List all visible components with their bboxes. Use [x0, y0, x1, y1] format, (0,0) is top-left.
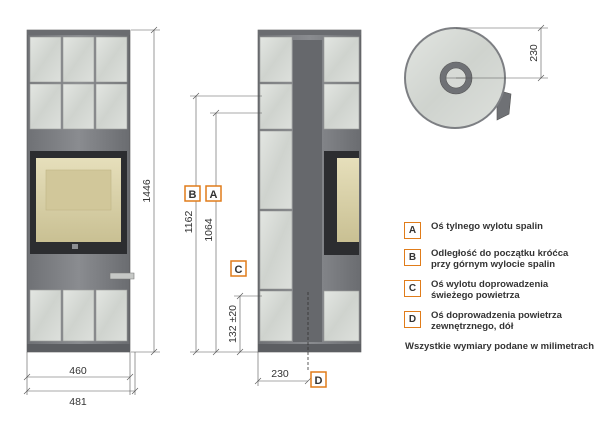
dim-height-total [131, 26, 160, 356]
front-base [27, 344, 130, 352]
marker-a: A [205, 185, 222, 202]
side-door-glass [337, 158, 359, 242]
legend-item-a: A Oś tylnego wylotu spalin [404, 221, 594, 239]
dim-height-a-label: 1162 [183, 211, 195, 234]
svg-text:B: B [189, 189, 197, 201]
marker-c: C [230, 260, 247, 277]
marker-d: D [310, 371, 327, 388]
legend-item-b: B Odległość do początku króćca przy górn… [404, 248, 594, 270]
side-view [257, 29, 362, 372]
dim-side-offset [254, 352, 312, 386]
legend-badge-d: D [404, 311, 421, 328]
dim-top-offset [456, 24, 548, 82]
front-firebox-inner [45, 169, 112, 211]
legend-item-d: D Oś doprowadzenia powietrza zewnętrzneg… [404, 310, 594, 332]
dim-width [23, 352, 139, 395]
side-base [258, 344, 361, 352]
side-top-cap [258, 30, 361, 35]
dim-width-inner-label: 460 [69, 365, 87, 377]
legend-text-b: Odległość do początku króćca przy górnym… [431, 248, 569, 270]
side-left-tiles [259, 36, 293, 342]
svg-text:A: A [210, 189, 218, 201]
front-view [26, 29, 135, 353]
legend-text-d: Oś doprowadzenia powietrza zewnętrznego,… [431, 310, 562, 332]
side-rear-column [293, 40, 322, 342]
legend-text-a: Oś tylnego wylotu spalin [431, 221, 543, 232]
units-note: Wszystkie wymiary podane w milimetrach [405, 341, 595, 352]
front-door-handle [109, 272, 135, 280]
svg-text:D: D [315, 375, 323, 387]
legend: A Oś tylnego wylotu spalin B Odległość d… [404, 221, 594, 341]
top-view [404, 27, 512, 129]
svg-text:C: C [235, 264, 243, 276]
dim-width-outer-label: 481 [69, 396, 87, 408]
legend-badge-c: C [404, 280, 421, 297]
front-top-cap [27, 30, 130, 35]
legend-text-c: Oś wylotu doprowadzenia świeżego powietr… [431, 279, 549, 301]
dim-side-verticals [190, 92, 262, 356]
legend-badge-a: A [404, 222, 421, 239]
legend-item-c: C Oś wylotu doprowadzenia świeżego powie… [404, 279, 594, 301]
legend-badge-b: B [404, 249, 421, 266]
marker-b: B [184, 185, 201, 202]
front-lower-tiles [29, 289, 128, 342]
side-right-tiles [323, 36, 360, 342]
front-door-emblem [72, 244, 78, 249]
dim-height-total-label: 1446 [141, 179, 153, 203]
front-upper-tiles [29, 36, 128, 130]
dim-height-b-label: 1064 [203, 218, 215, 242]
dim-side-offset-label: 230 [271, 368, 289, 380]
dim-top-offset-label: 230 [528, 44, 540, 62]
dim-height-c-label: 132 ±20 [227, 305, 239, 343]
